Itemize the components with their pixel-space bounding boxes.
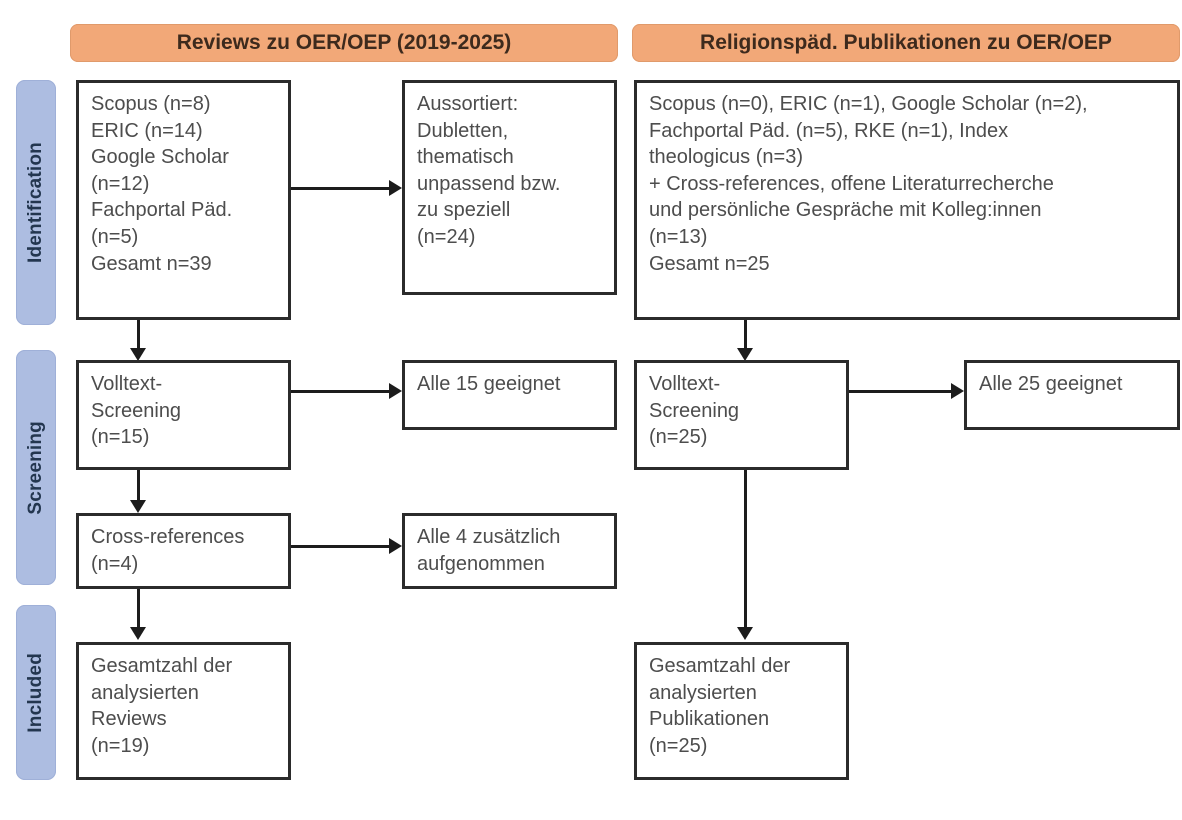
stage-tab-screening: Screening xyxy=(16,350,56,585)
box-line: aufgenommen xyxy=(417,552,545,575)
arrowhead-right-sources-to-screening xyxy=(737,348,753,361)
box-left-crossrefs-result: Alle 4 zusätzlich aufgenommen xyxy=(402,513,617,589)
box-line: theologicus (n=3) xyxy=(649,146,803,169)
box-line: Google Scholar xyxy=(91,146,229,169)
stage-tab-included: Included xyxy=(16,605,56,780)
box-line: Alle 25 geeignet xyxy=(979,373,1123,395)
arrowhead-left-sources-to-excluded xyxy=(389,180,402,196)
column-header-reviews: Reviews zu OER/OEP (2019-2025) xyxy=(70,24,618,62)
arrowhead-left-screening-to-crossrefs xyxy=(130,500,146,513)
box-line: Gesamt n=39 xyxy=(91,252,212,275)
arrowhead-right-screening-to-included xyxy=(737,627,753,640)
box-line: analysierten xyxy=(649,681,757,704)
box-line: und persönliche Gespräche mit Kolleg:inn… xyxy=(649,199,1042,222)
connector-right-sources-to-screening xyxy=(744,320,747,353)
box-line: zu speziell xyxy=(417,199,511,222)
stage-tab-identification: Identification xyxy=(16,80,56,325)
box-left-crossrefs: Cross-references (n=4) xyxy=(76,513,291,589)
connector-right-screening-to-included xyxy=(744,470,747,631)
connector-left-screening-to-result xyxy=(291,390,389,393)
box-line: (n=25) xyxy=(649,734,708,757)
column-header-publications: Religionspäd. Publikationen zu OER/OEP xyxy=(632,24,1180,62)
box-line: Reviews xyxy=(91,708,167,731)
box-line: ERIC (n=14) xyxy=(91,119,203,142)
box-left-screening: Volltext- Screening (n=15) xyxy=(76,360,291,470)
box-line: unpassend bzw. xyxy=(417,172,561,195)
box-line: Cross-references xyxy=(91,526,245,548)
stage-tab-included-label: Included xyxy=(25,652,46,733)
box-line: (n=4) xyxy=(91,552,139,575)
box-line: Screening xyxy=(91,399,182,422)
box-line: (n=24) xyxy=(417,225,476,248)
stage-tab-identification-label: Identification xyxy=(25,141,46,264)
box-line: Alle 4 zusätzlich xyxy=(417,526,561,548)
box-line: Gesamtzahl der xyxy=(91,655,233,677)
connector-left-screening-to-crossrefs xyxy=(137,470,140,505)
arrowhead-left-sources-to-screening xyxy=(130,348,146,361)
arrowhead-right-screening-to-result xyxy=(951,383,964,399)
box-left-sources: Scopus (n=8) ERIC (n=14) Google Scholar … xyxy=(76,80,291,320)
box-line: (n=19) xyxy=(91,734,150,757)
box-right-sources: Scopus (n=0), ERIC (n=1), Google Scholar… xyxy=(634,80,1180,320)
box-left-excluded: Aussortiert: Dubletten, thematisch unpas… xyxy=(402,80,617,295)
box-line: Aussortiert: xyxy=(417,93,519,115)
box-line: Gesamtzahl der xyxy=(649,655,791,677)
box-line: (n=15) xyxy=(91,426,150,449)
box-right-included: Gesamtzahl der analysierten Publikatione… xyxy=(634,642,849,780)
box-left-included: Gesamtzahl der analysierten Reviews (n=1… xyxy=(76,642,291,780)
column-header-publications-label: Religionspäd. Publikationen zu OER/OEP xyxy=(700,31,1112,54)
box-line: Alle 15 geeignet xyxy=(417,373,561,395)
box-line: Screening xyxy=(649,399,740,422)
column-header-reviews-label: Reviews zu OER/OEP (2019-2025) xyxy=(176,31,512,54)
box-line: (n=12) xyxy=(91,172,150,195)
connector-left-sources-to-excluded xyxy=(291,187,389,190)
connector-left-crossrefs-to-result xyxy=(291,545,389,548)
box-line: Volltext- xyxy=(91,373,163,395)
box-line: analysierten xyxy=(91,681,199,704)
box-line: + Cross-references, offene Literaturrech… xyxy=(649,172,1054,195)
arrowhead-left-screening-to-result xyxy=(389,383,402,399)
connector-left-crossrefs-to-included xyxy=(137,589,140,631)
connector-right-screening-to-result xyxy=(849,390,951,393)
box-line: (n=5) xyxy=(91,225,139,248)
box-line: (n=13) xyxy=(649,225,708,248)
box-line: Dubletten, xyxy=(417,119,509,142)
box-right-screening-result: Alle 25 geeignet xyxy=(964,360,1180,430)
box-line: Fachportal Päd. xyxy=(91,199,233,222)
arrowhead-left-crossrefs-to-included xyxy=(130,627,146,640)
box-line: thematisch xyxy=(417,146,514,169)
box-line: Scopus (n=8) xyxy=(91,93,211,115)
connector-left-sources-to-screening xyxy=(137,320,140,353)
box-line: (n=25) xyxy=(649,426,708,449)
box-line: Publikationen xyxy=(649,708,770,731)
box-left-screening-result: Alle 15 geeignet xyxy=(402,360,617,430)
stage-tab-screening-label: Screening xyxy=(25,420,46,515)
box-line: Volltext- xyxy=(649,373,721,395)
box-right-screening: Volltext- Screening (n=25) xyxy=(634,360,849,470)
box-line: Scopus (n=0), ERIC (n=1), Google Scholar… xyxy=(649,93,1088,115)
box-line: Fachportal Päd. (n=5), RKE (n=1), Index xyxy=(649,119,1009,142)
box-line: Gesamt n=25 xyxy=(649,252,770,275)
arrowhead-left-crossrefs-to-result xyxy=(389,538,402,554)
